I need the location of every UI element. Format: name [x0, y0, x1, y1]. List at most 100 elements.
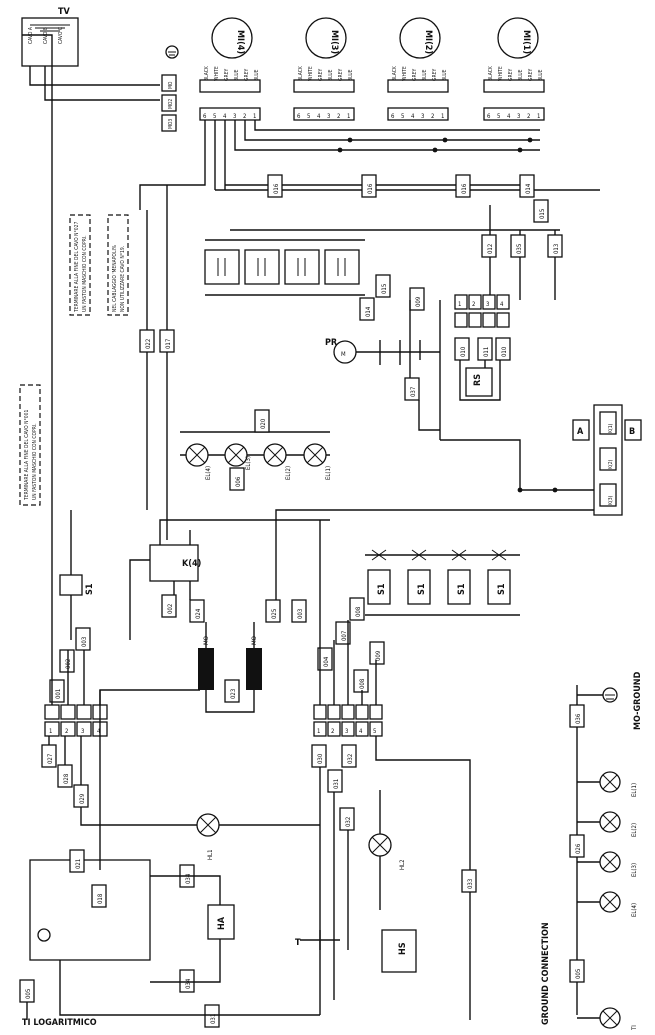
wire-tag: 015 — [539, 209, 546, 219]
motor-label: MI(1) — [521, 30, 531, 54]
wire-tag: 031 — [333, 779, 340, 789]
wire-tag: 002 — [167, 604, 174, 614]
motor-wire-colour: GREY — [432, 69, 438, 81]
motor-mi1: MI(1) — [483, 17, 545, 121]
capacitor-row — [204, 239, 365, 296]
motor-wire-colour: WHITE — [214, 66, 220, 81]
wire-tag: 029 — [79, 793, 86, 804]
tv-transformer: TV CAVO A CAVO B CAVO C — [21, 7, 79, 67]
motor-wire-colour: BLUE — [328, 69, 334, 81]
ti-controller: 021 018 034 034 HA 005 031 TI LOGARITMIC… — [19, 849, 320, 1028]
motor-terminal-number: 6 — [203, 113, 207, 120]
terminal-num: 3 — [345, 728, 348, 735]
k4-label: K(4) — [182, 559, 201, 569]
wire-tag: 032 — [345, 817, 352, 827]
wire-tag: 008 — [355, 606, 362, 617]
label-b: B — [629, 427, 635, 437]
terminal-num: 5 — [373, 728, 376, 735]
valve-label: S1 — [377, 583, 387, 595]
hs-label: HS — [398, 942, 408, 955]
wire-tag: 030 — [317, 753, 324, 764]
note-line: NON UTILIZZARE CAVO N°19. — [120, 246, 126, 312]
motor-wire-colour: BLACK — [488, 65, 494, 81]
frame-wires — [22, 34, 441, 870]
motor-wire-colour: BLUE — [234, 69, 240, 81]
motor-mi2: MI(2) — [387, 17, 449, 121]
k4-relay: K(4) — [149, 519, 330, 600]
center-tags: 002 024 025 003 — [161, 594, 307, 623]
wire-tag: 032 — [347, 754, 354, 764]
motor-terminal-number: 1 — [537, 113, 540, 120]
s1-valve-group: S1 S1 S1 S1 — [365, 549, 520, 616]
pr-m: M — [341, 351, 346, 358]
ground-lamp-label: EL(3) — [631, 863, 638, 877]
note-line: TERMINARE ALLA FINE DEL CAVO N°001 — [24, 410, 30, 501]
note-line: UN FASTON MASCHIO CON COPRI. — [32, 423, 38, 500]
motor-wire-colour: GREY — [338, 69, 344, 81]
motor-wire-colour: BLUE — [254, 69, 260, 81]
wire-tag: 016 — [367, 183, 374, 194]
valve-label: S1 — [417, 583, 427, 595]
pr-relay: M PR 037 — [325, 338, 440, 401]
motor-wire-colour: BLUE — [442, 69, 448, 81]
lamp-label: EL(3) — [245, 456, 252, 470]
wire-tag: 014 — [525, 183, 532, 194]
s1-label: S1 — [85, 583, 95, 595]
top-wire-tags: 016 016 016 014 015 012 035 013 — [267, 174, 563, 258]
motor-wire-colour: WHITE — [498, 66, 504, 81]
t-label: T — [295, 938, 301, 948]
mo-label-2: MO2 — [168, 99, 174, 109]
ground-ti-label: TI — [631, 1025, 638, 1031]
k2-label: K(2) — [608, 459, 614, 469]
ti-title: TI LOGARITMICO — [22, 1018, 97, 1028]
wire-tag: 010 — [501, 346, 508, 357]
terminal-num: 1 — [458, 301, 461, 308]
hl1-label: HL1 — [207, 850, 214, 861]
lamp-label: EL(1) — [325, 466, 332, 480]
ha-label: HA — [217, 916, 227, 930]
wire-tag: 037 — [410, 387, 417, 397]
wire-tag: 024 — [195, 608, 202, 619]
wire-tag: 008 — [359, 678, 366, 689]
motor-terminal-number: 5 — [497, 113, 500, 120]
wire-tag: 005 — [25, 989, 32, 999]
motor-mi4: MI(4) — [199, 17, 261, 121]
note-boxes: TERMINARE ALLA FINE DEL CAVO N°027 UN FA… — [19, 214, 129, 506]
wire-tag: 021 — [75, 859, 82, 869]
motor-terminal-number: 3 — [327, 113, 330, 120]
motor-wire-colour: BLUE — [348, 69, 354, 81]
k-relay-group: A B K(1) K(2) K(3) — [330, 404, 642, 516]
motor-wire-colour: GREY — [244, 69, 250, 81]
ground-lamp-label: EL(2) — [631, 823, 638, 837]
hs-switch: HS — [381, 929, 417, 973]
motor-wire-colour: BLACK — [298, 65, 304, 81]
motor-wire-colour: GREY — [412, 69, 418, 81]
motor-terminal-number: 3 — [517, 113, 520, 120]
motor-wire-colour: BLUE — [422, 69, 428, 81]
wire-tag: 016 — [273, 183, 280, 194]
wire-tag: 020 — [260, 418, 267, 429]
tv-wire-c: CAVO C — [58, 27, 64, 44]
ground-connection: 036 026 005 EL(1) EL(2) EL(3) EL(4) TI M… — [541, 671, 643, 1031]
motor-wire-colour: GREY — [318, 69, 324, 81]
wire-tag: 035 — [516, 244, 523, 254]
motor-terminal-number: 2 — [243, 113, 246, 120]
note-line: NEL CABLAGGIO 'MENAPOLI% — [112, 244, 118, 312]
rs-label: RS — [473, 374, 483, 386]
label-a: A — [577, 427, 584, 437]
terminal-num: 3 — [486, 301, 489, 308]
motor-wire-colour: WHITE — [308, 66, 314, 81]
wire-tag: 003 — [297, 609, 304, 619]
motor-terminal-number: 2 — [527, 113, 530, 120]
note-line: TERMINARE ALLA FINE DEL CAVO N°027 — [74, 222, 80, 313]
wire-tag: 001 — [55, 689, 62, 699]
motor-terminal-number: 3 — [233, 113, 236, 120]
motor-terminal-number: 6 — [297, 113, 301, 120]
wire-tag: 017 — [165, 339, 172, 349]
motor-terminal-number: 3 — [421, 113, 424, 120]
terminal-num: 2 — [472, 301, 475, 308]
motor-wire-colour: BLUE — [518, 69, 524, 81]
motor-terminal-number: 6 — [391, 113, 395, 120]
motor-terminal-number: 2 — [431, 113, 434, 120]
motor-terminal-number: 4 — [317, 113, 321, 120]
